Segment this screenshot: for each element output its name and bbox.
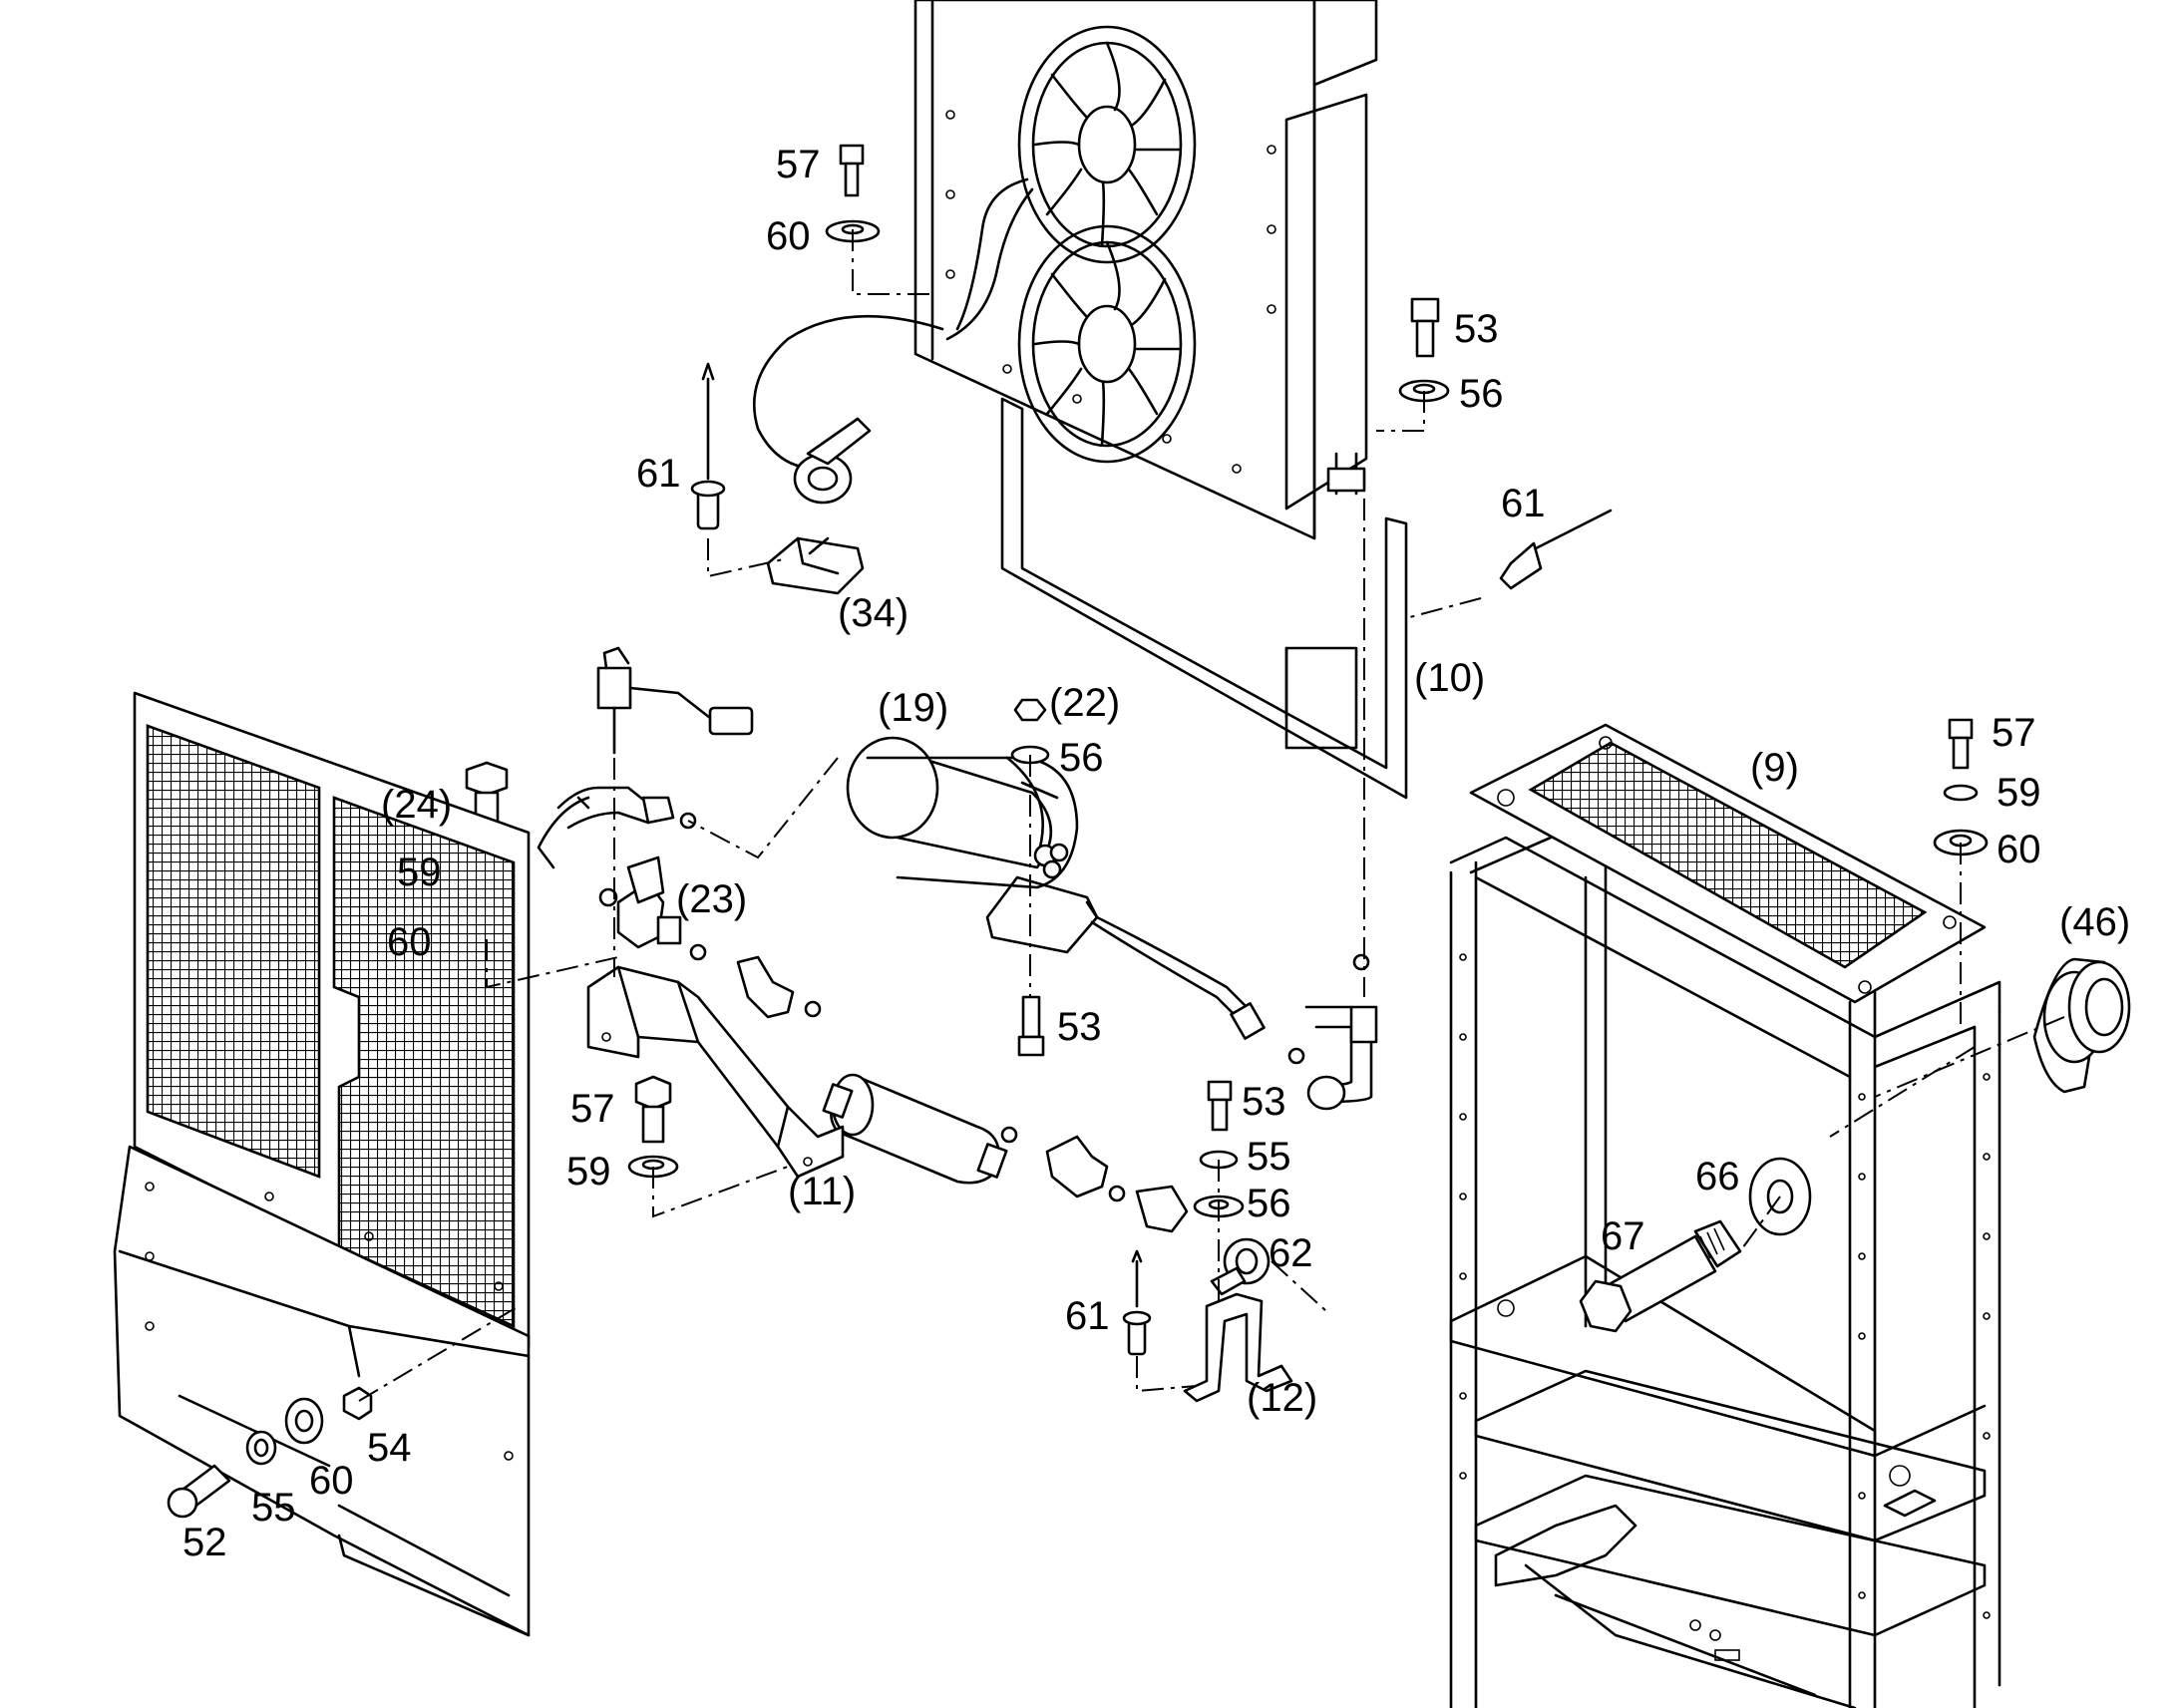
callout-11: (11) <box>788 1170 856 1213</box>
fan-upper <box>1017 25 1197 264</box>
callout-59-mid: 59 <box>566 1150 611 1194</box>
rivet-61-left <box>690 362 726 530</box>
callout-55-low: 55 <box>1247 1135 1291 1179</box>
bolt-57-top <box>825 144 881 243</box>
bolt-53-low <box>1193 1080 1245 1218</box>
callout-12: (12) <box>1247 1376 1317 1420</box>
callout-53-top: 53 <box>1454 307 1499 351</box>
callout-52: 52 <box>182 1521 227 1564</box>
callout-57-right: 57 <box>1992 711 2036 755</box>
rivet-61-low <box>1122 1249 1152 1356</box>
callout-60-right: 60 <box>1997 828 2041 871</box>
callout-22: (22) <box>1049 681 1120 725</box>
callout-57-top: 57 <box>776 143 821 186</box>
callout-59-right: 59 <box>1997 771 2041 815</box>
callout-60-left: 60 <box>387 920 432 964</box>
callout-61-low: 61 <box>1065 1294 1110 1338</box>
callout-10: (10) <box>1414 656 1485 700</box>
grille-panel <box>113 691 531 1637</box>
callout-53-mid: 53 <box>1057 1005 1102 1049</box>
callout-34: (34) <box>838 591 908 635</box>
callout-67: 67 <box>1601 1214 1645 1258</box>
callout-19: (19) <box>878 686 948 730</box>
bracket-12 <box>1183 1292 1293 1403</box>
bolt-67 <box>1579 1219 1742 1333</box>
clip-34 <box>766 417 872 595</box>
callout-60-bottom: 60 <box>309 1459 354 1503</box>
bolt-53-mid <box>1017 995 1045 1057</box>
callout-59-left: 59 <box>397 851 442 894</box>
bolt-57-mid <box>627 1075 679 1179</box>
rivet-61-right <box>1499 509 1613 590</box>
bolt-53-top <box>1398 297 1450 403</box>
bolt-57-right <box>1933 718 1989 856</box>
callout-56-mid: 56 <box>1059 736 1104 780</box>
callout-9: (9) <box>1750 746 1799 790</box>
callout-53-low: 53 <box>1242 1080 1286 1124</box>
condenser-assembly <box>752 0 1408 800</box>
callout-57-mid: 57 <box>570 1087 615 1131</box>
callout-61-left: 61 <box>636 452 681 496</box>
receiver-tank-19 <box>846 736 1099 954</box>
nut-22 <box>1010 698 1050 765</box>
fan-lower <box>1017 224 1197 464</box>
fasteners-bottom-left <box>167 1386 373 1519</box>
callout-66: 66 <box>1695 1155 1740 1198</box>
bracket-11 <box>586 965 845 1179</box>
callout-23: (23) <box>676 877 747 921</box>
callout-54: 54 <box>367 1426 412 1470</box>
callout-61-right: 61 <box>1501 482 1546 525</box>
callout-60-top: 60 <box>766 214 811 258</box>
damper-46 <box>2032 957 2131 1094</box>
callout-56-top: 56 <box>1459 372 1504 416</box>
callout-56-low: 56 <box>1247 1182 1291 1225</box>
callout-55-bottom: 55 <box>251 1486 296 1530</box>
filter-drier <box>822 1073 1189 1233</box>
frame-9 <box>1449 723 2001 1708</box>
callout-24: (24) <box>381 783 452 827</box>
callout-labels: 57 60 53 56 61 61 (34) (10) (19) (22) 56… <box>182 143 2130 1564</box>
leader-lines <box>358 229 2065 1402</box>
callout-46: (46) <box>2059 900 2130 944</box>
callout-62: 62 <box>1269 1231 1313 1275</box>
clamp-62 <box>1210 1237 1271 1296</box>
